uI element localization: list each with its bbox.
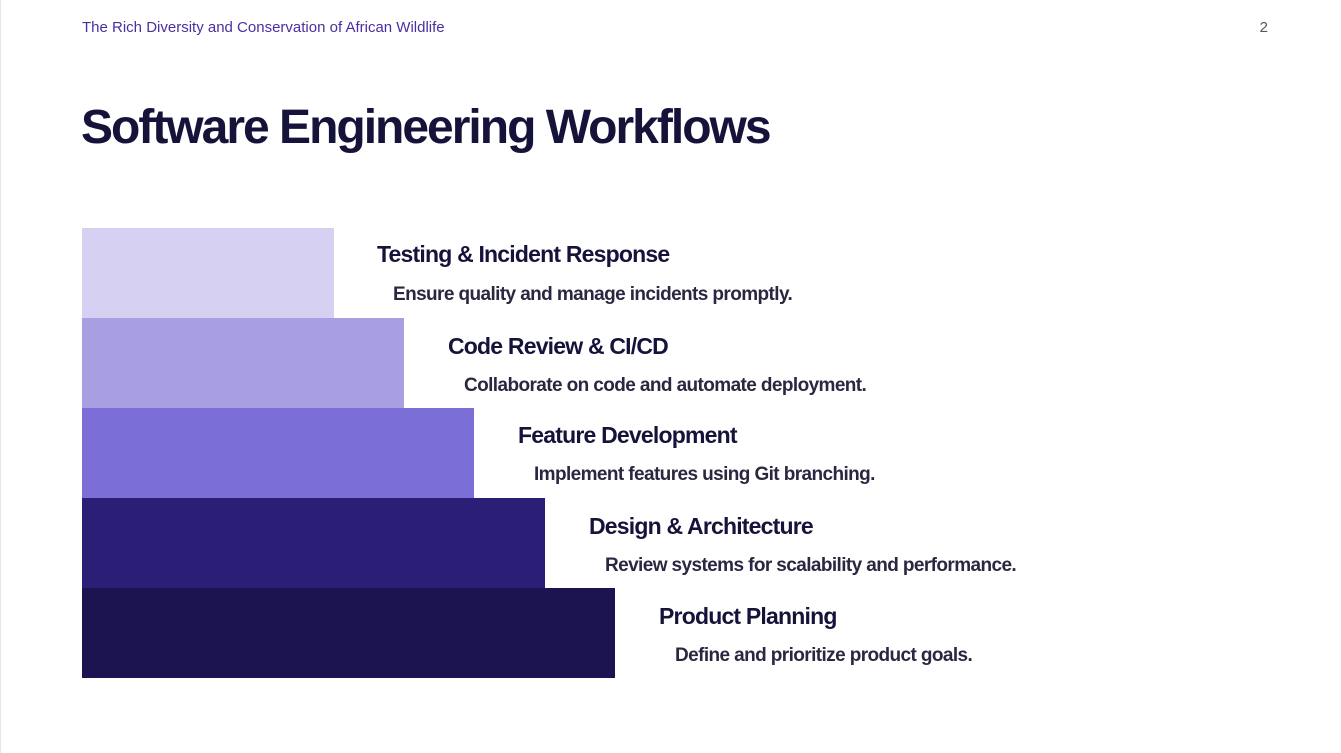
step-heading-code-review: Code Review & CI/CD [448, 333, 669, 359]
step-bar-design-architecture [82, 498, 545, 588]
step-heading-feature-development: Feature Development [518, 422, 738, 448]
step-description-design-architecture: Review systems for scalability and perfo… [605, 555, 1017, 576]
step-bar-testing [82, 228, 334, 318]
page-title: Software Engineering Workflows [81, 101, 772, 154]
deck-title: The Rich Diversity and Conservation of A… [82, 19, 445, 36]
step-description-testing: Ensure quality and manage incidents prom… [393, 284, 793, 305]
step-bar-feature-development [82, 408, 474, 498]
step-heading-product-planning: Product Planning [659, 603, 837, 629]
step-description-feature-development: Implement features using Git branching. [534, 464, 875, 485]
step-bar-code-review [82, 318, 404, 408]
step-description-code-review: Collaborate on code and automate deploym… [464, 375, 867, 396]
step-description-product-planning: Define and prioritize product goals. [675, 645, 973, 666]
step-heading-testing: Testing & Incident Response [377, 241, 670, 267]
step-heading-design-architecture: Design & Architecture [589, 513, 814, 539]
step-bar-product-planning [82, 588, 615, 678]
page-number: 2 [1259, 19, 1268, 36]
